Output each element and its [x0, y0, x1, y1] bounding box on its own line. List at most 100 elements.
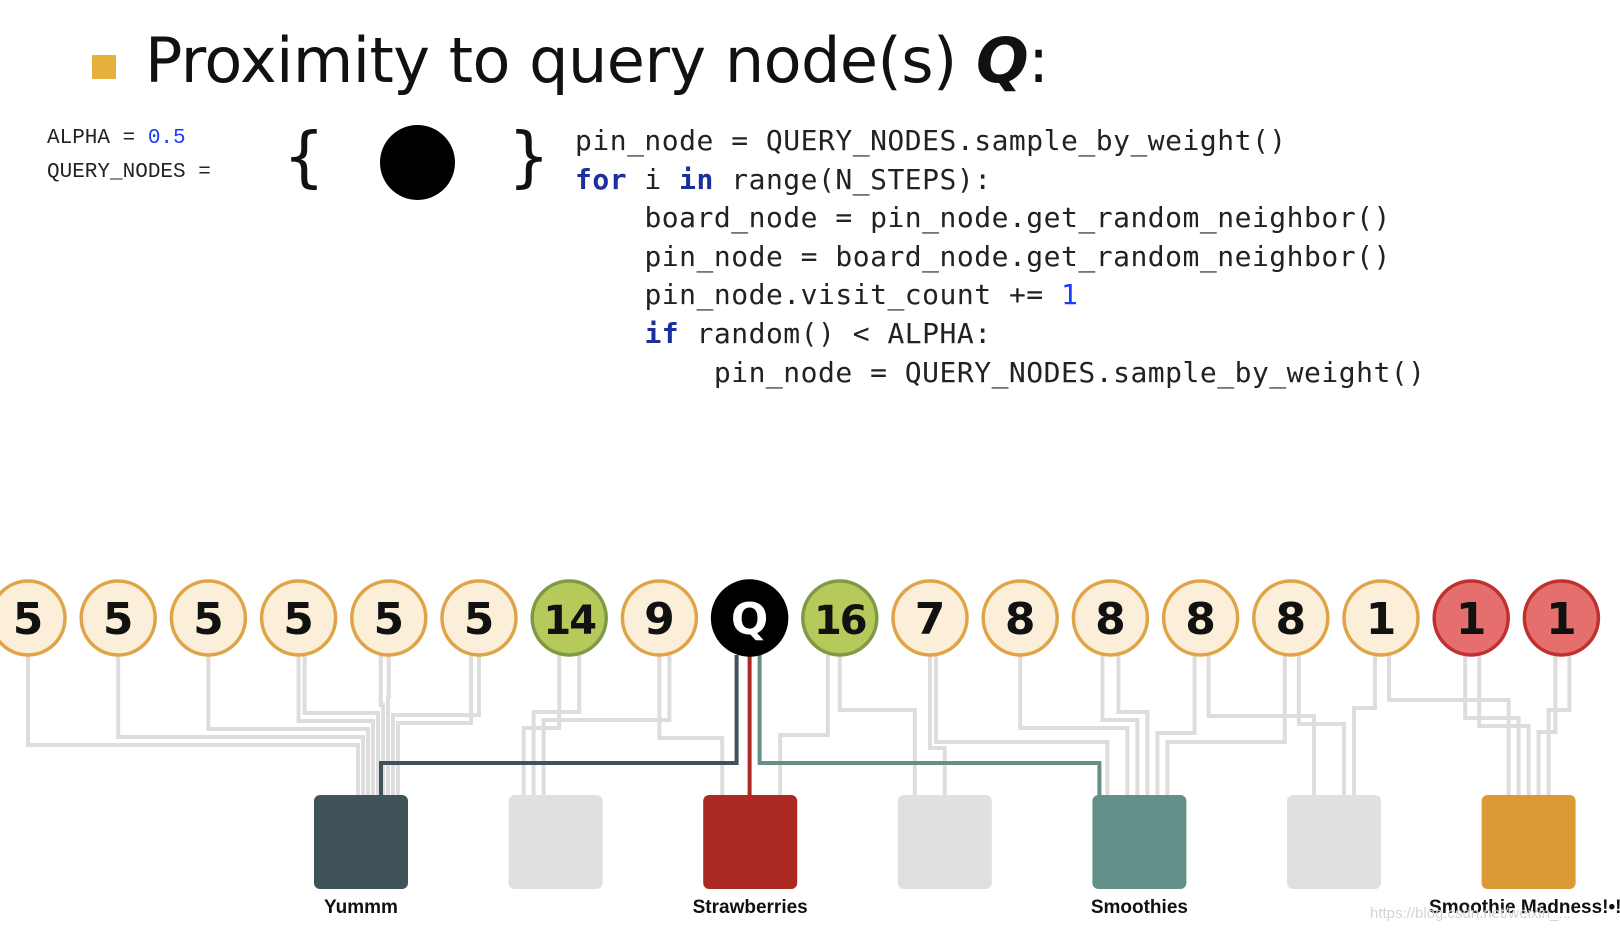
- pin-node: [1522, 579, 1601, 657]
- watermark: https://blog.csdn.net/weixin_...: [1370, 905, 1571, 922]
- brace-open: {: [283, 118, 325, 195]
- gray-edge: [1463, 655, 1521, 795]
- pin-label: 5: [103, 594, 134, 645]
- gray-edges: [26, 655, 1572, 795]
- code-token: range(N_STEPS):: [713, 162, 992, 196]
- gray-edge: [391, 655, 481, 795]
- code-line: if random() < ALPHA:: [575, 315, 1426, 354]
- pin-label: 9: [644, 594, 675, 645]
- bullet-square-icon: [92, 55, 116, 79]
- code-line: pin_node = QUERY_NODES.sample_by_weight(…: [575, 354, 1426, 393]
- pin-node: [1071, 579, 1150, 657]
- pin-label: 8: [1185, 594, 1216, 645]
- pin-label: 1: [1546, 594, 1577, 645]
- pin-node: [1432, 579, 1510, 657]
- gray-edge: [1352, 655, 1377, 795]
- title-colon: :: [1028, 24, 1049, 97]
- board-label: Yummm: [324, 897, 398, 918]
- pin-node: [891, 579, 969, 657]
- gray-edge: [1100, 655, 1140, 795]
- code-line: pin_node = board_node.get_random_neighbo…: [575, 238, 1426, 277]
- pin-node: [710, 579, 789, 657]
- gray-edge: [1546, 655, 1572, 795]
- gray-edge: [1387, 655, 1511, 795]
- code-keyword: in: [679, 162, 714, 196]
- pin-label: 5: [193, 594, 224, 645]
- slide-title: Proximity to query node(s) Q:: [145, 24, 1049, 97]
- gray-edge: [657, 655, 725, 795]
- board-label: Smoothies: [1091, 897, 1188, 918]
- alpha-value: 0.5: [147, 127, 186, 150]
- pin-node: [1161, 579, 1240, 657]
- code-block: pin_node = QUERY_NODES.sample_by_weight(…: [575, 122, 1426, 392]
- gray-edge: [116, 655, 365, 795]
- pin-label: 7: [915, 594, 946, 645]
- pin-label: 5: [283, 594, 314, 645]
- query-node-dot: [380, 125, 455, 200]
- gray-edge: [531, 655, 582, 795]
- board-label: Smoothie Madness!•!•: [1429, 897, 1620, 918]
- query-nodes-label: QUERY_NODES =: [47, 161, 211, 184]
- title-text: Proximity to query node(s): [145, 24, 976, 97]
- gray-edge: [1116, 655, 1150, 795]
- pin-node: [620, 579, 699, 657]
- params-block: ALPHA = 0.5 QUERY_NODES =: [47, 122, 211, 190]
- gray-edge: [1155, 655, 1197, 795]
- pin-node: [1342, 579, 1420, 657]
- pin-label: 8: [1005, 594, 1036, 645]
- gray-edge: [1296, 655, 1346, 795]
- highlighted-edges: [379, 655, 1102, 795]
- board-node: [897, 795, 992, 889]
- pin-label: 8: [1275, 594, 1306, 645]
- pin-label: 1: [1366, 594, 1397, 645]
- code-token: i: [627, 162, 680, 196]
- code-token: pin_node = QUERY_NODES.sample_by_weight(…: [575, 124, 1287, 157]
- board-node: [1481, 795, 1576, 889]
- alpha-name: ALPHA =: [47, 127, 148, 150]
- boards: Yummm Strawberries Smoothies Smoothie Madne…: [314, 795, 1620, 918]
- code-line: pin_node.visit_count += 1: [575, 276, 1426, 315]
- title-var: Q: [975, 24, 1029, 97]
- pin-label: 16: [814, 598, 866, 644]
- gray-edge: [378, 655, 385, 795]
- board-node: [314, 795, 408, 889]
- pin-label: 8: [1095, 594, 1126, 645]
- pin-node: [169, 579, 248, 657]
- pin-label: 5: [373, 594, 404, 645]
- pin-node: [259, 579, 338, 657]
- gray-edge: [837, 655, 917, 795]
- pin-node: [0, 579, 67, 657]
- gray-edge: [1477, 655, 1531, 795]
- gray-edge: [934, 655, 1110, 795]
- gray-edge: [1165, 655, 1287, 795]
- pin-node: [801, 579, 879, 657]
- gray-edge: [26, 655, 360, 795]
- pin-node: [79, 579, 157, 657]
- code-token: board_node = pin_node.get_random_neighbo…: [644, 201, 1391, 235]
- pin-label: Q: [731, 594, 768, 645]
- brace-close: }: [508, 118, 550, 195]
- code-keyword: for: [575, 162, 628, 196]
- gray-edge: [1206, 655, 1316, 795]
- highlight-edge: [757, 655, 1102, 795]
- code-token: pin_node = QUERY_NODES.sample_by_weight(…: [713, 355, 1426, 389]
- board-node: [1092, 795, 1187, 889]
- code-line: for i in range(N_STEPS):: [575, 161, 1426, 200]
- board-node: [1287, 795, 1381, 889]
- gray-edge: [302, 655, 380, 795]
- code-keyword: if: [644, 316, 680, 350]
- code-token: random() < ALPHA:: [679, 316, 992, 350]
- pin-node: [1252, 579, 1330, 657]
- pin-label: 5: [13, 594, 44, 645]
- gray-edge: [396, 655, 473, 795]
- pin-node: [440, 579, 518, 657]
- pin-label: 1: [1456, 594, 1487, 645]
- pin-node: [981, 579, 1059, 657]
- board-label: Strawberries: [693, 897, 808, 918]
- code-line: board_node = pin_node.get_random_neighbo…: [575, 199, 1426, 238]
- gray-edge: [778, 655, 830, 795]
- gray-edge: [521, 655, 562, 795]
- gray-edge: [928, 655, 947, 795]
- gray-edge: [1018, 655, 1130, 795]
